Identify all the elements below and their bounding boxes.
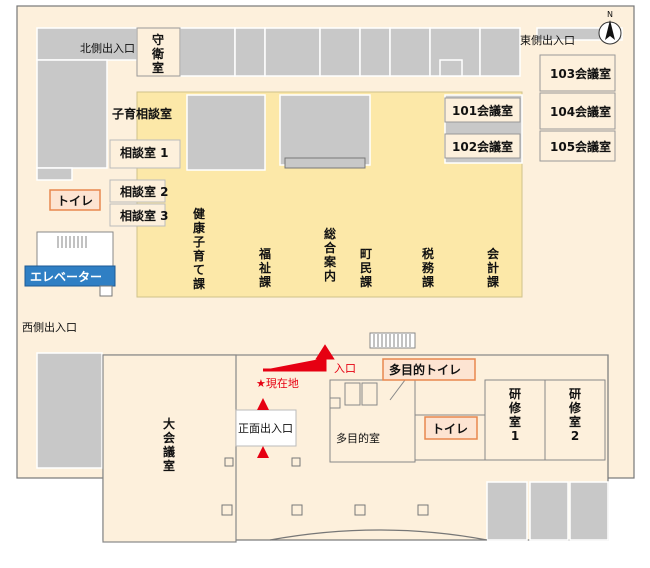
large-hall[interactable] [102,354,237,543]
tax-label: 税務課 [422,246,435,289]
main-entrance-box[interactable] [235,409,297,447]
guard-room[interactable] [136,27,181,77]
large-hall-label: 大会議室 [163,416,176,473]
training-room-1[interactable] [484,379,546,461]
elevator-box[interactable] [24,265,116,287]
lobby-pillars [221,457,429,516]
front-canopy [269,529,488,541]
consult-room-3[interactable] [109,203,166,227]
room-101-label: 101会議室 [452,103,513,118]
room-103-label: 103会議室 [550,66,611,81]
multipurpose-toilet-label: 多目的トイレ [389,362,461,377]
multipurpose-toilet-box[interactable] [382,358,476,381]
elevator-door [99,285,113,297]
north-rooms [36,27,521,77]
room-105[interactable] [539,130,616,162]
west-entrance-label: 西側出入口 [22,320,77,334]
west-stairs[interactable] [36,231,114,269]
consult-room-2[interactable] [109,179,166,203]
health-childcare-label: 健康子育て課 [193,206,206,291]
south-grey-blocks [486,481,609,541]
toilet-west-box[interactable] [49,189,101,211]
entrance-arrow [263,344,335,372]
training-room-2[interactable] [544,379,606,461]
guard-room-label: 守衛室 [151,32,164,75]
mp-room-door-1 [344,382,361,406]
east-entrance-label: 東側出入口 [520,33,575,47]
consult-room-1[interactable] [109,139,181,169]
compass-icon: N [598,10,622,45]
welfare-label: 福祉課 [258,246,272,289]
current-location-label: ★現在地 [256,377,299,390]
room-104[interactable] [539,92,616,130]
up-arrow-north [257,398,269,410]
town-residents-label: 町民課 [360,247,373,289]
pillar-1 [329,397,341,409]
up-arrow-south [257,446,269,458]
central-stage [284,157,366,169]
entrance-label: 入口 [334,362,356,375]
consult-2-label: 相談室 2 [120,184,169,199]
compass-label: N [607,10,613,19]
consult-3-label: 相談室 3 [120,208,169,223]
childcare-consult-label: 子育相談室 [112,106,172,121]
central-stairs-steps [373,334,411,347]
main-entrance-label: 正面出入口 [238,421,293,435]
room-102[interactable] [444,133,521,159]
room-105-label: 105会議室 [550,139,611,154]
central-stairs[interactable] [369,332,416,349]
west-rooms [36,59,108,469]
mp-room-door-2 [361,382,378,406]
room-104-label: 104会議室 [550,104,611,119]
room-102-label: 102会議室 [452,139,513,154]
room-103[interactable] [539,54,616,92]
general-info-label: 総合案内 [323,226,337,283]
north-entrance-label: 北側出入口 [80,41,135,55]
consult-1-label: 相談室 1 [120,145,169,160]
room-101[interactable] [444,97,521,123]
west-stairs-steps [57,236,87,248]
elevator-label: エレベーター [30,270,102,284]
toilet-south-label: トイレ [432,422,468,436]
multipurpose-room-label: 多目的室 [336,431,380,445]
toilet-ramp [389,379,406,401]
toilet-south-box[interactable] [424,416,478,440]
toilet-west-label: トイレ [57,194,93,208]
accounting-label: 会計課 [487,246,500,289]
